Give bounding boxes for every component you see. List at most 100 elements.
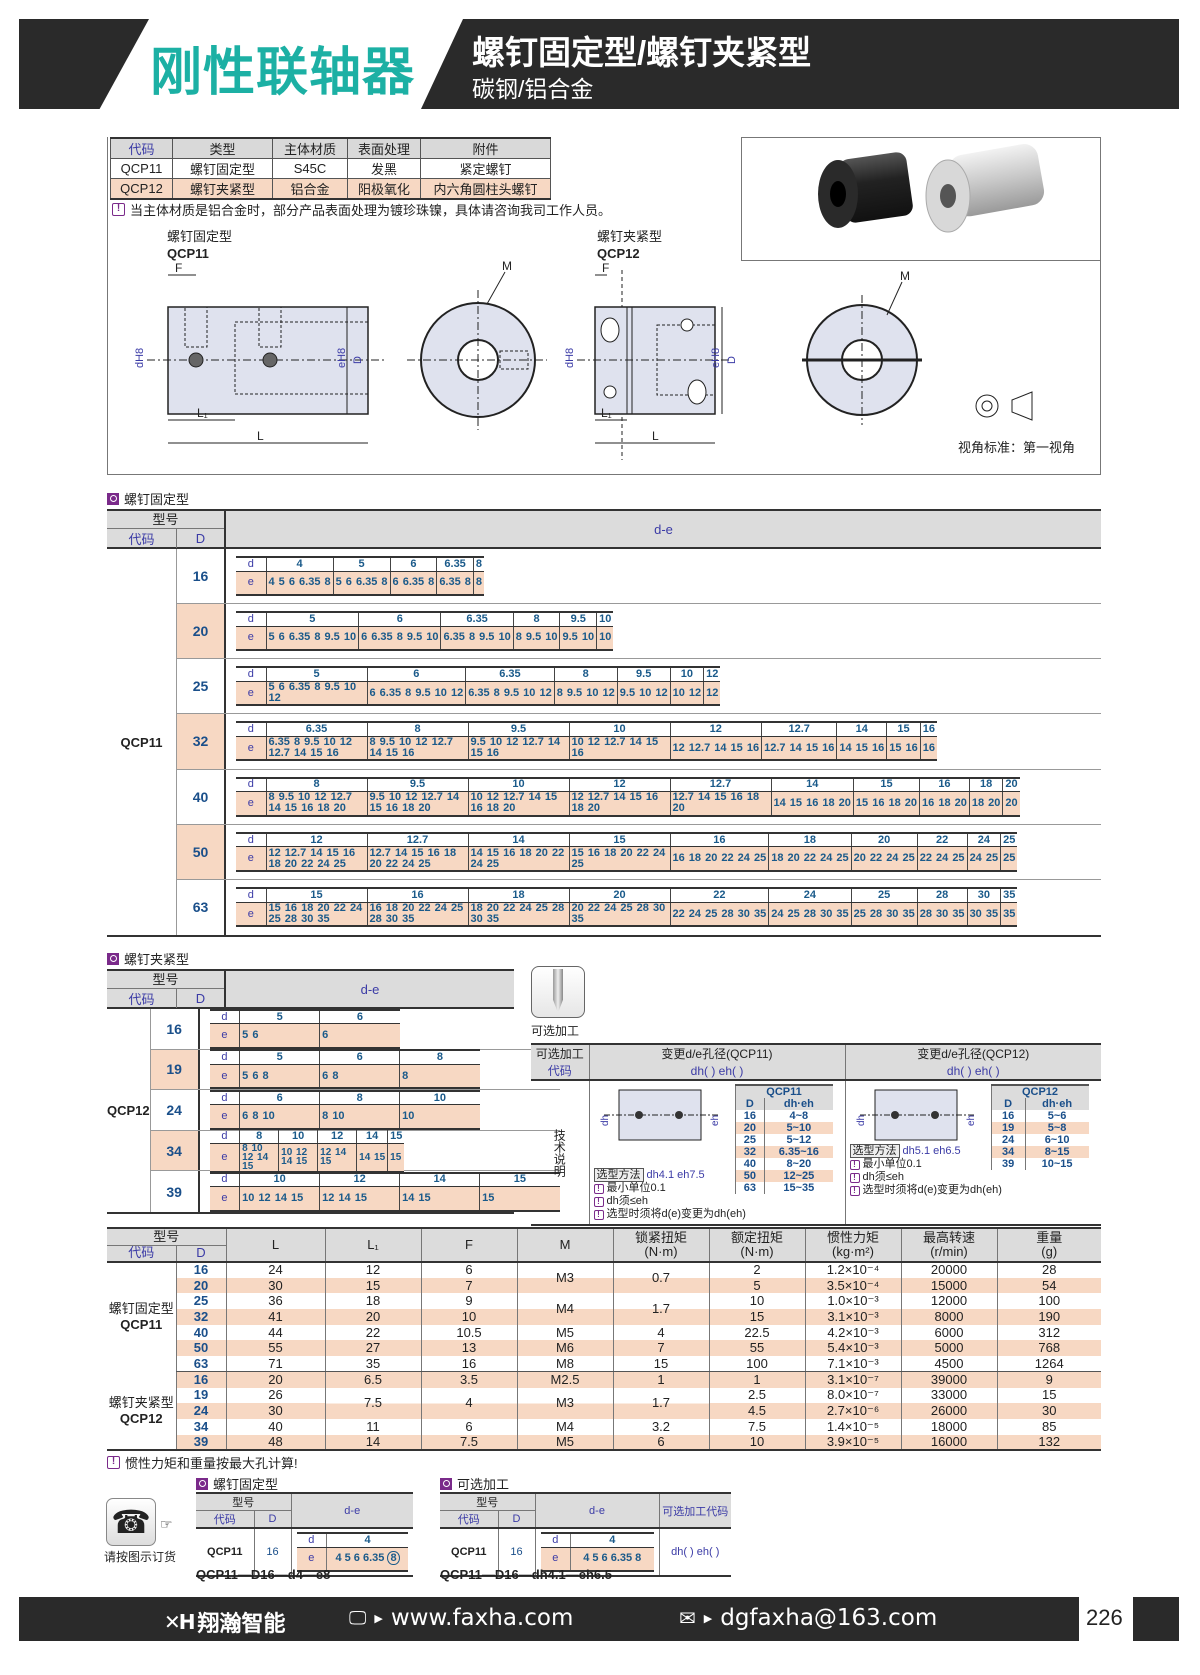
d-value: 6: [319, 1009, 400, 1025]
diameter-D: 25: [176, 659, 226, 714]
header-label: 最高转速: [922, 1230, 975, 1245]
e-values: 14 15 16 18 20: [773, 796, 851, 809]
group-code: QCP11: [120, 1317, 163, 1333]
d-value: 10: [278, 1129, 318, 1144]
cell: M5: [516, 1435, 613, 1451]
diameter-D: 63: [176, 879, 226, 935]
e-values: 22 24 25: [919, 852, 965, 865]
cell: 10: [420, 1309, 517, 1325]
cell: 6: [612, 1435, 709, 1451]
cell: 16: [734, 1110, 765, 1122]
section-icon: [107, 952, 119, 965]
cell: 10~15: [1024, 1158, 1089, 1170]
note-text: 当主体材质是铝合金时，部分产品表面处理为镀珍珠镍，具体请咨询我司工作人员。: [130, 203, 612, 218]
e-values: 6.35 8 9.5 10 12: [468, 686, 552, 699]
d-value: 12: [703, 667, 721, 682]
cell: 6: [420, 1262, 517, 1278]
e-cell: 9.5 10 12 12.7 14 15 16: [467, 736, 569, 761]
cell: 15: [324, 1277, 421, 1294]
e-cell: 14 15: [356, 1143, 388, 1172]
notice-icon: !: [107, 1456, 120, 1469]
d-value: 12.7: [669, 777, 771, 793]
email-link[interactable]: ✉▶ dgfaxha@163.com: [679, 1605, 937, 1631]
cell: 15000: [900, 1277, 997, 1294]
e-label: e: [236, 902, 266, 927]
cell: 20: [324, 1309, 421, 1325]
cell: 12000: [900, 1293, 997, 1310]
order-code: QCP11: [451, 1546, 487, 1558]
d-value: 6: [358, 612, 441, 627]
phone-icon: ☎: [106, 1498, 156, 1546]
option-note: !dh须≤eh: [849, 1171, 1098, 1184]
e-values: 8 9.5 10: [515, 631, 558, 644]
header-code: 代码: [128, 532, 155, 547]
e-values: 6 6.35 8 9.5 10: [361, 631, 439, 644]
cell: 4: [612, 1324, 709, 1341]
header-unit: (g): [1041, 1244, 1058, 1259]
col-type: 类型: [172, 137, 273, 159]
optional-processing-table: 可选加工 变更d/e孔径(QCP11) 变更d/e孔径(QCP12) 代码 dh…: [531, 1043, 1101, 1226]
cell: 5~6: [1024, 1110, 1089, 1122]
cell: M5: [516, 1324, 613, 1341]
cell: 7.5: [708, 1418, 805, 1435]
drill-icon: [531, 966, 585, 1018]
d-value: 10: [596, 612, 614, 627]
e-values: 6 6.35 8: [392, 576, 435, 589]
cell: 7: [612, 1340, 709, 1357]
e-values: 10 12 12.7 14 15 16 18 20: [470, 791, 558, 815]
cell: 1264: [996, 1356, 1101, 1373]
header-label: 惯性力矩: [826, 1230, 879, 1245]
e-values: 10 12 14 15: [281, 1147, 308, 1168]
cell: M4: [516, 1293, 613, 1325]
spec-note: ! 惯性力矩和重量按最大孔计算!: [107, 1453, 298, 1472]
section-title: 螺钉固定型: [124, 492, 190, 507]
website-link[interactable]: 🖵▶ www.faxha.com: [349, 1605, 573, 1631]
dim-M: M: [502, 260, 512, 273]
email-text[interactable]: dgfaxha@163.com: [720, 1605, 938, 1631]
e-cell: 20 22 24 25 28 30 35: [568, 902, 670, 927]
e-cell: 4 5 6 6.35 8: [265, 571, 334, 596]
website-text[interactable]: www.faxha.com: [390, 1605, 574, 1631]
cell: 5~10: [764, 1122, 833, 1134]
e-values: 5 6 6.35 8 9.5 10 12: [268, 681, 357, 705]
cell: 44: [225, 1324, 325, 1341]
e-cell: 18 20: [968, 791, 1003, 816]
cell: 8000: [900, 1309, 997, 1325]
d-value: 8: [399, 1050, 480, 1065]
e-values: 8: [402, 1069, 409, 1082]
d-value: 24: [768, 888, 852, 903]
cell: M3: [516, 1262, 613, 1294]
e-values: 10: [599, 631, 612, 644]
cell: 10: [708, 1293, 805, 1310]
e-values: 12 12.7 14 15 16 18 20: [571, 791, 659, 815]
e-values: 8: [475, 576, 483, 589]
cell: 紧定螺钉: [420, 158, 551, 179]
d-value: 4: [326, 1533, 408, 1548]
e-label: e: [236, 846, 266, 871]
e-values: 16 18 20 22 24 25: [672, 852, 767, 865]
d-value: 9.5: [559, 612, 597, 627]
diameter-D: 50: [175, 1340, 226, 1357]
cell: 7: [420, 1277, 517, 1294]
e-values: 4 5 6 6.35: [335, 1552, 385, 1565]
cell: QCP11: [110, 158, 173, 179]
e-values: 16: [922, 741, 935, 754]
option-note: !最小单位0.1: [593, 1182, 841, 1195]
e-label: e: [540, 1547, 571, 1571]
